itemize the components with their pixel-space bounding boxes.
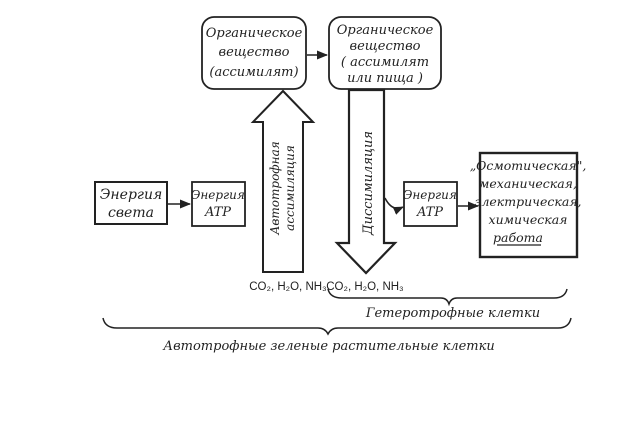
- dissimilation-label: Диссимиляция: [361, 131, 376, 236]
- organic-assimilate-line-3: (ассимилят): [209, 65, 298, 80]
- work-line-5: работа: [493, 230, 543, 245]
- light-energy-line-1: Энергия: [100, 187, 163, 203]
- autotrophic-cells-label: Автотрофные зеленые растительные клетки: [162, 339, 495, 354]
- work-line-2: механическая,: [479, 176, 577, 191]
- formula-left: CO₂, H₂O, NH₃: [249, 281, 327, 293]
- work-line-4: химическая: [489, 212, 568, 227]
- dissimilation-arrow: Диссимиляция: [334, 88, 398, 275]
- atp-left-line-1: Энергия: [191, 188, 245, 202]
- autotrophic-label-line-2: ассимиляция: [283, 145, 297, 231]
- autotrophic-label-line-1: Автотрофная: [268, 141, 282, 235]
- organic-food-line-2: вещество: [350, 39, 421, 54]
- atp-right-box: Энергия ATP: [403, 181, 458, 227]
- organic-food-line-4: или пища ): [347, 71, 423, 86]
- atp-left-box: Энергия ATP: [191, 181, 246, 227]
- work-line-1: „Осмотическая",: [470, 158, 587, 173]
- organic-assimilate-line-2: вещество: [219, 45, 290, 60]
- organic-assimilate-box: Органическое вещество (ассимилят): [201, 16, 307, 90]
- dissimilation-to-atp-arrow: [384, 197, 404, 215]
- autotrophic-assimilation-arrow: Автотрофная ассимиляция: [250, 89, 316, 273]
- heterotrophic-label: Гетеротрофные клетки: [365, 306, 540, 321]
- atp-right-line-1: Энергия: [403, 188, 457, 202]
- atp-left-line-2: ATP: [204, 205, 231, 220]
- light-energy-line-2: света: [108, 205, 154, 221]
- organic-food-line-1: Органическое: [337, 23, 434, 38]
- work-box: „Осмотическая", механическая, электричес…: [470, 151, 587, 259]
- formula-right: CO₂, H₂O, NH₃: [326, 281, 404, 293]
- organic-food-line-3: ( ассимилят: [341, 55, 429, 70]
- work-line-3: электрическая,: [474, 194, 581, 209]
- heterotrophic-brace: [327, 288, 568, 307]
- autotrophic-brace: [102, 317, 572, 336]
- organic-assimilate-line-1: Органическое: [206, 26, 303, 41]
- atp-right-line-2: ATP: [416, 205, 443, 220]
- organic-food-box: Органическое вещество ( ассимилят или пи…: [328, 16, 442, 90]
- light-energy-box: Энергия света: [94, 181, 168, 225]
